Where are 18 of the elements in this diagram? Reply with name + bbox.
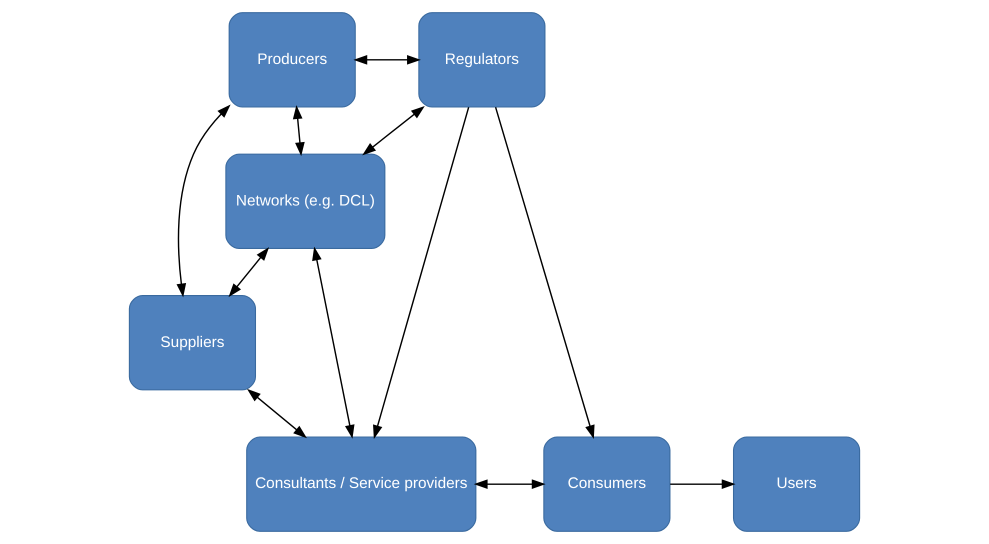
arrow: [373, 107, 470, 439]
node-box: Regulators: [418, 12, 546, 108]
node-box: Suppliers: [128, 295, 256, 390]
arrow: [494, 107, 595, 439]
node-box: Users: [732, 436, 860, 532]
arrow: [176, 104, 231, 298]
arrow: [228, 247, 270, 298]
arrow: [312, 246, 354, 439]
arrow: [670, 479, 736, 489]
node-box: Networks (e.g. DCL): [225, 154, 386, 249]
node-box: Consumers: [543, 436, 670, 532]
arrow: [353, 55, 421, 65]
node-box: Producers: [228, 12, 356, 108]
arrow: [474, 479, 546, 489]
arrow: [247, 388, 307, 438]
arrow: [362, 106, 425, 156]
arrow: [292, 105, 305, 156]
node-box: Consultants / Service providers: [246, 436, 476, 532]
